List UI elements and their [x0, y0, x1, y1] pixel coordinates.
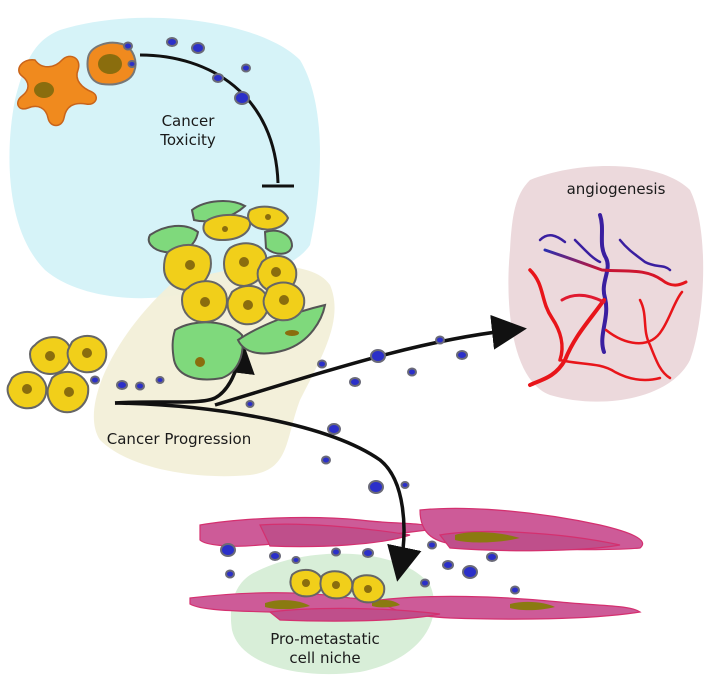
angiogenesis-label: angiogenesis: [566, 180, 666, 198]
dendritic-cell: [17, 55, 97, 127]
cancer-toxicity-label: Cancer Toxicity: [142, 112, 234, 150]
tumor-cluster-nuclei: [185, 214, 299, 367]
fiber-nuclei: [265, 532, 555, 611]
cytokine-dots: [90, 37, 520, 595]
inhibition-arrow: [139, 53, 280, 184]
niche-tumor-nuclei: [302, 579, 372, 593]
pro-metastatic-niche-label: Pro-metastatic cell niche: [250, 630, 400, 668]
primary-tumor-nuclei: [22, 348, 92, 397]
cancer-toxicity-line2: Toxicity: [160, 130, 216, 149]
primary-tumor-cells: [6, 334, 108, 414]
tissue-fibers: [189, 507, 644, 622]
cancer-toxicity-line1: Cancer: [161, 112, 215, 130]
stromal-cells: [147, 200, 327, 381]
niche-label-line1: Pro-metastatic: [270, 630, 380, 648]
blood-vessel-network: [528, 213, 688, 387]
immune-cells: [17, 41, 137, 127]
niche-label-line2: cell niche: [289, 648, 361, 667]
cancer-progression-label: Cancer Progression: [106, 430, 252, 448]
